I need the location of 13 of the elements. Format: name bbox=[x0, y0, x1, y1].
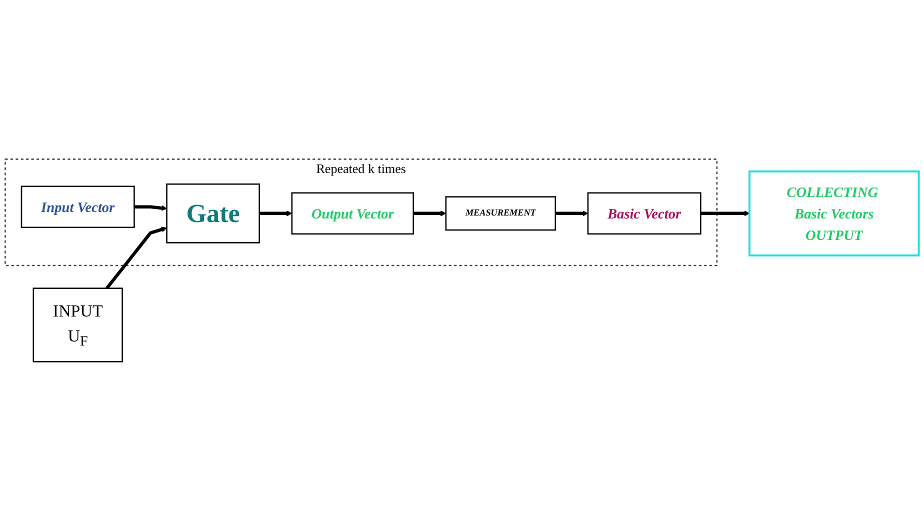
node-box: Input Vector bbox=[20, 185, 135, 228]
node-box: COLLECTING Basic Vectors OUTPUT bbox=[748, 170, 920, 256]
node-box: MEASUREMENT bbox=[445, 196, 556, 230]
arrow bbox=[700, 210, 750, 216]
node-box: Output Vector bbox=[291, 192, 414, 234]
arrow bbox=[413, 210, 446, 216]
arrow bbox=[259, 210, 292, 216]
node-box: INPUT U$_{F}$ bbox=[32, 287, 123, 362]
arrow bbox=[106, 226, 168, 289]
node-box: Gate bbox=[166, 183, 260, 243]
node-box: Basic Vector bbox=[587, 192, 702, 234]
arrow bbox=[555, 210, 588, 216]
arrow bbox=[134, 204, 168, 210]
